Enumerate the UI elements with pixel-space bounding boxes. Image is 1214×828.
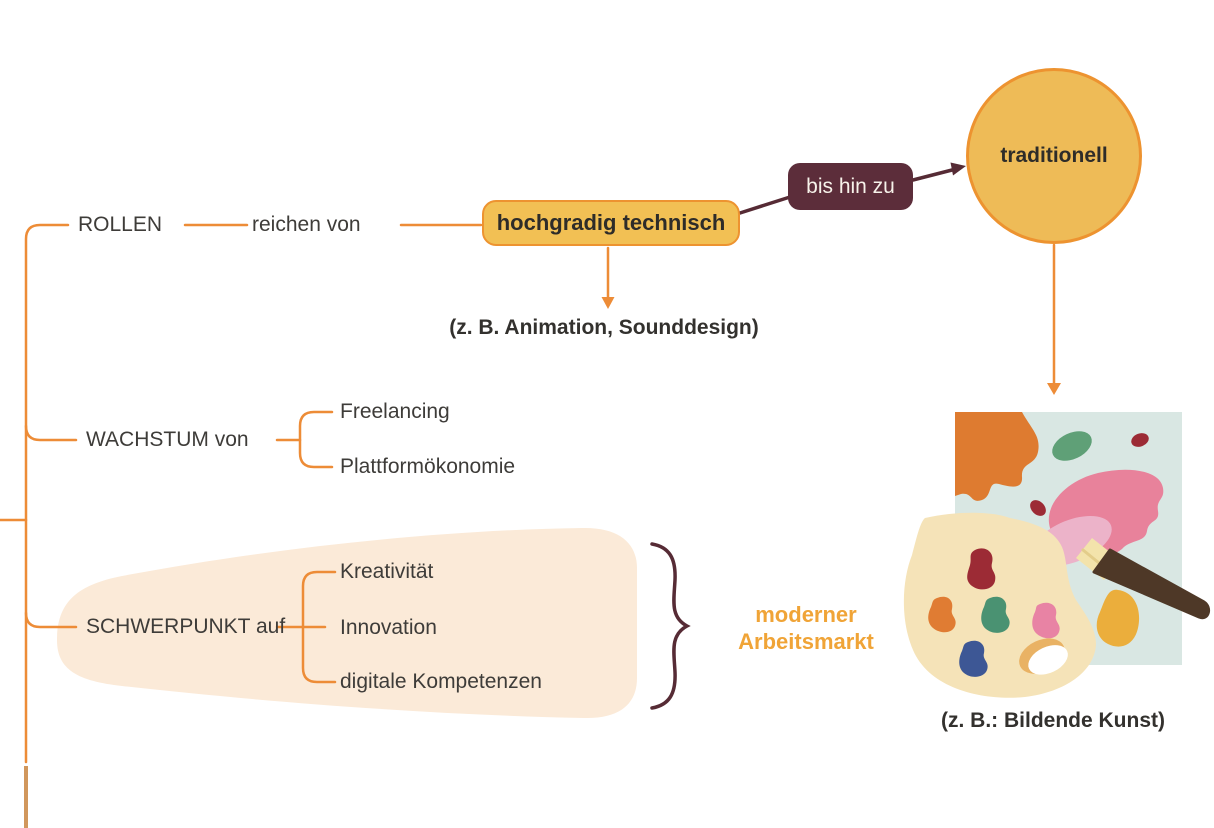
leaf-digitale-kompetenzen: digitale Kompetenzen — [340, 670, 542, 693]
branch-label-rollen: ROLLEN — [78, 213, 163, 236]
green-paint-blob — [1052, 431, 1092, 461]
node-traditionell: traditionell — [966, 68, 1142, 244]
node-hochgradig-technisch: hochgradig technisch — [482, 200, 740, 246]
leaf-plattformoekonomie: Plattformökonomie — [340, 455, 516, 478]
leaf-freelancing: Freelancing — [340, 400, 450, 423]
example-animation-sounddesign: (z. B. Animation, Sounddesign) — [449, 316, 759, 339]
maroon-links — [650, 162, 966, 710]
tree-branch-lines — [0, 223, 483, 764]
ferrule-line — [1081, 548, 1101, 565]
palette-illustration — [903, 412, 1211, 698]
down-arrow-from-circle — [1047, 243, 1061, 395]
gold-paint-blob — [1096, 589, 1140, 647]
thumb-hole — [1019, 638, 1068, 675]
highlight-blob — [57, 527, 637, 719]
branch-label-schwerpunkt: SCHWERPUNKT auf — [86, 615, 286, 638]
leaf-innovation: Innovation — [340, 616, 437, 639]
leaf-kreativitaet: Kreativität — [340, 560, 434, 583]
down-arrow-from-node — [601, 246, 615, 309]
paintbrush-handle — [1092, 548, 1211, 620]
result-line-2: Arbeitsmarkt — [738, 629, 874, 654]
palette-blue-paint — [959, 640, 988, 677]
arrow-head — [1047, 383, 1061, 395]
curly-brace — [650, 542, 691, 710]
palette-green-paint — [981, 596, 1010, 633]
arrow-head — [950, 162, 966, 176]
result-line-1: moderner — [755, 602, 857, 627]
relation-label-reichen-von: reichen von — [252, 213, 361, 236]
palette-pink-paint — [1032, 602, 1060, 639]
red-paint-dot — [1131, 433, 1149, 447]
orange-paint-splash — [955, 412, 1039, 501]
palette-red-paint — [967, 548, 996, 590]
result-label-moderner-arbeitsmarkt: moderner Arbeitsmarkt — [711, 601, 901, 655]
red-paint-dot — [1030, 500, 1046, 516]
palette-orange-paint — [928, 596, 956, 633]
link-node-bis-hin-zu: bis hin zu — [788, 163, 913, 210]
branch-label-wachstum: WACHSTUM von — [86, 428, 249, 451]
example-bildende-kunst: (z. B.: Bildende Kunst) — [941, 709, 1165, 732]
arrow-head — [601, 297, 615, 309]
